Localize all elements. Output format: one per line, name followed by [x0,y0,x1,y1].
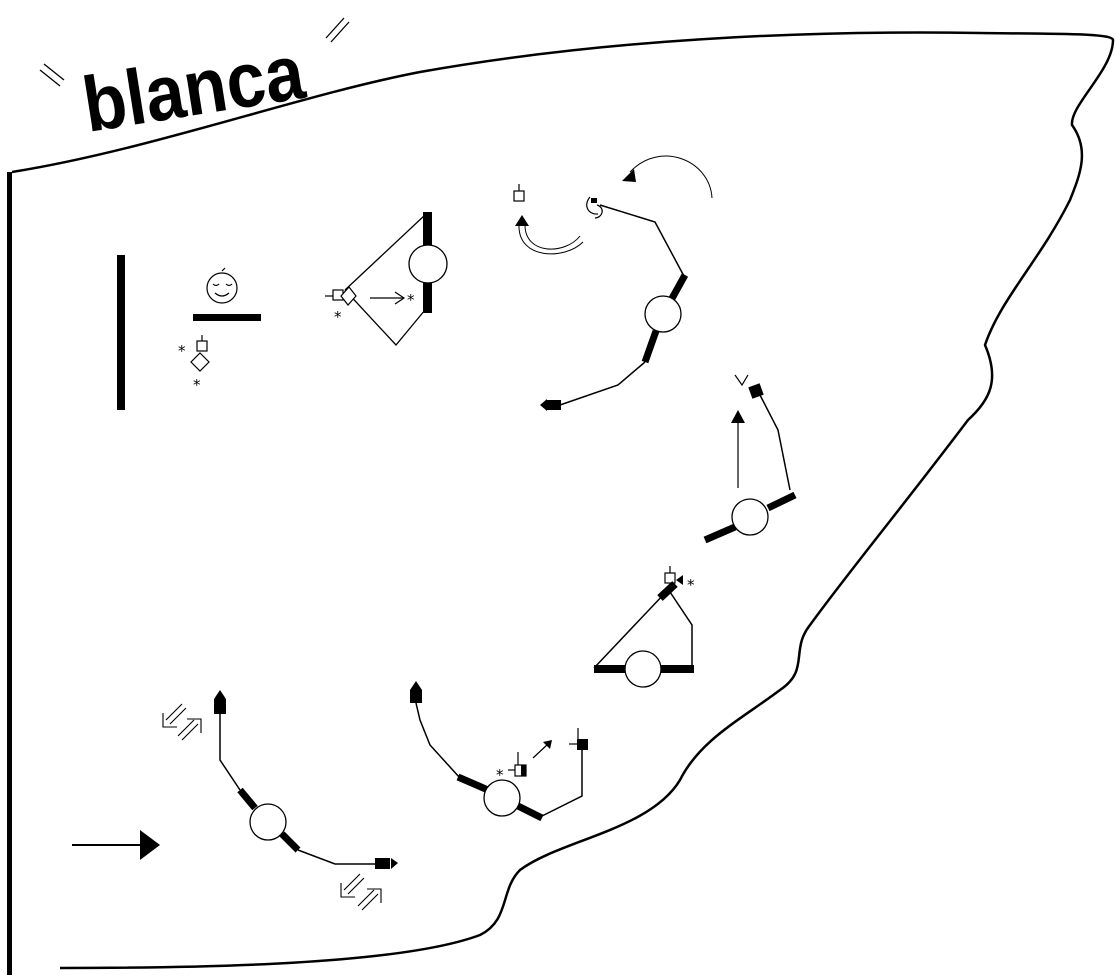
triangle-circle-figure: * * [325,212,448,346]
star-label: * [407,291,415,309]
star-label: * [687,576,695,594]
double-arrow-icon [340,873,382,911]
star-label: * [178,342,186,360]
title-mark-right [325,17,350,43]
right-arrow-icon [72,830,160,860]
upright-figure-right [703,374,797,544]
title-mark-left [39,63,65,87]
swing-figure-lower-left [162,690,398,911]
smiley-figure [193,267,261,321]
double-arrow-icon [162,703,202,741]
star-label: * [496,766,504,784]
left-edge-bar [7,172,12,975]
vertical-bar [117,255,125,410]
hand-symbol-left: * * [178,335,210,394]
star-label: * [193,376,201,394]
swing-figure-lower-middle: * [410,681,588,822]
triangle-figure-middle: * [593,566,695,688]
star-label: * [334,308,342,326]
swing-figure-top [513,155,713,411]
outline-shape [11,31,1115,970]
